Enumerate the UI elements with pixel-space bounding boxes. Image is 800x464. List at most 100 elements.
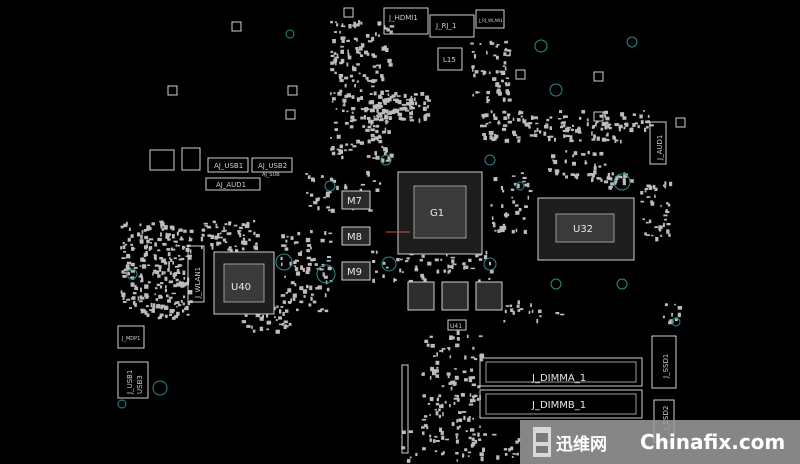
pad (473, 73, 476, 78)
pad (480, 124, 485, 128)
pad (666, 229, 670, 234)
pad (362, 125, 366, 128)
pad (574, 174, 578, 178)
m9-chip[interactable]: M9 (341, 261, 371, 281)
m8-chip[interactable]: M8 (341, 226, 371, 246)
pad (496, 88, 501, 91)
pad (344, 183, 347, 189)
pad (144, 310, 148, 315)
pad (422, 394, 426, 398)
pad (300, 250, 303, 253)
pad (137, 296, 140, 301)
pad (502, 124, 508, 127)
pad (517, 309, 521, 312)
pad (293, 260, 297, 265)
pad (340, 58, 345, 63)
pad (654, 194, 656, 198)
pad (520, 172, 525, 175)
pad (516, 304, 520, 308)
u32-chip[interactable]: U32 (537, 197, 635, 261)
dimm-a-slot[interactable]: J_DIMMA_1 (479, 357, 643, 387)
pad (640, 120, 644, 124)
pad (281, 322, 285, 326)
j-aud1-right[interactable]: J_AUD1 (649, 121, 667, 165)
rj45-connector[interactable]: J_RJ_1 (429, 14, 475, 38)
aj-usb1[interactable]: AJ_USB1 (207, 157, 249, 173)
pad (436, 366, 439, 369)
pad (375, 188, 380, 192)
pad (496, 44, 500, 46)
pad (166, 248, 171, 251)
pad (448, 265, 452, 269)
pad (167, 299, 171, 303)
pad (276, 305, 279, 309)
pad (510, 188, 515, 191)
pad (251, 325, 253, 329)
pad (531, 309, 534, 313)
pad (427, 261, 432, 266)
pad (387, 113, 392, 115)
pad (228, 232, 232, 234)
pad (466, 334, 469, 338)
pad (330, 61, 334, 65)
j-wlan[interactable]: J_WLAN1 (187, 245, 205, 303)
aj-usb2[interactable]: AJ_USB2 AJ_SUB (251, 157, 293, 178)
pad (230, 248, 233, 254)
pad (389, 159, 392, 162)
m7-chip[interactable]: M7 (341, 190, 371, 210)
pad (329, 177, 334, 182)
dimm-b-slot[interactable]: J_DIMMB_1 (479, 389, 643, 419)
pad (434, 408, 437, 411)
pad (315, 197, 319, 202)
j-mdp[interactable]: J_MDP1 (117, 325, 145, 349)
pad (456, 330, 460, 335)
pad (387, 156, 391, 160)
pad (295, 241, 299, 244)
pad (360, 54, 364, 57)
pad (339, 144, 343, 149)
pad (347, 53, 350, 57)
j-ssd1[interactable]: J_SSD1 (651, 335, 677, 389)
pad (439, 427, 443, 432)
pad (410, 95, 413, 101)
rj-small-connector[interactable]: J_RJ_WLAN1 (475, 9, 505, 29)
pad (665, 211, 670, 214)
pad (292, 297, 296, 301)
j-usb3[interactable]: J_USB1 USB3 (117, 361, 149, 399)
pad (164, 306, 168, 310)
pad (522, 217, 526, 220)
pad (341, 155, 344, 160)
pad (334, 71, 337, 75)
pad (486, 99, 489, 104)
pad (173, 275, 176, 279)
aj-audio[interactable]: AJ_AUD1 (205, 177, 261, 191)
u40-chip[interactable]: U40 (213, 251, 275, 315)
pad (488, 71, 491, 75)
pad (438, 414, 441, 418)
pad (371, 36, 375, 41)
pad (460, 393, 465, 397)
pad (336, 53, 339, 58)
g1-chip[interactable]: G1 (386, 171, 483, 255)
pad (607, 173, 610, 178)
pad (387, 93, 390, 96)
pad (470, 356, 475, 359)
pad (624, 123, 628, 126)
pad (338, 74, 344, 78)
pad (366, 116, 371, 120)
pad (511, 175, 516, 177)
pad (253, 231, 256, 236)
pad (127, 237, 131, 242)
l15-inductor[interactable]: L15 (437, 47, 463, 71)
pad (563, 123, 566, 128)
pad (336, 185, 339, 191)
pad (280, 306, 284, 308)
u41-chip[interactable]: U41 (447, 319, 467, 331)
pad (130, 282, 135, 287)
pad (547, 135, 551, 138)
pad (645, 221, 649, 224)
pad (677, 312, 681, 318)
hdmi-connector[interactable]: J_HDMI1 (383, 7, 429, 35)
pad (255, 313, 260, 318)
pad (386, 99, 390, 103)
